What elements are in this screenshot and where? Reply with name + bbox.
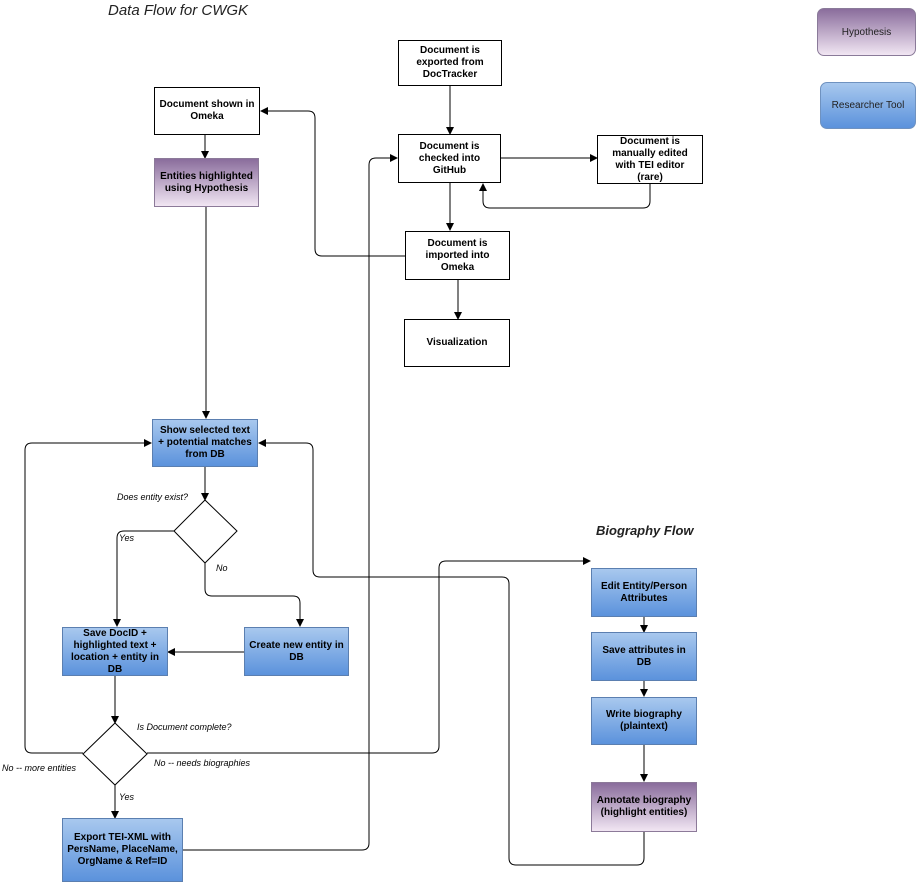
node-shown-omeka: Document shown in Omeka <box>154 87 260 135</box>
node-save-attributes: Save attributes in DB <box>591 632 697 681</box>
node-create-entity: Create new entity in DB <box>244 627 349 676</box>
node-save-docid: Save DocID + highlighted text + location… <box>62 627 168 676</box>
decision-entity-exists <box>173 499 238 564</box>
arrow-decision-no-to-create <box>204 563 304 627</box>
node-checked-github: Document is checked into GitHub <box>398 134 501 183</box>
node-write-biography: Write biography (plaintext) <box>591 697 697 745</box>
node-show-selected: Show selected text + potential matches f… <box>152 419 258 467</box>
node-imported-omeka: Document is imported into Omeka <box>405 231 510 280</box>
label-no-more-entities: No -- more entities <box>2 763 77 773</box>
page-title: Data Flow for CWGK <box>108 2 249 19</box>
legend-researcher-tool: Researcher Tool <box>820 82 916 129</box>
arrow-imported-to-shown <box>260 107 405 257</box>
arrow-needs-biographies <box>147 557 591 754</box>
label-no-needs-biographies: No -- needs biographies <box>154 758 251 768</box>
node-manually-edited: Document is manually edited with TEI edi… <box>597 135 703 184</box>
arrow-annotate-to-show-selected <box>258 439 645 866</box>
legend-hypothesis: Hypothesis <box>817 8 916 56</box>
label-entity-exist-question: Does entity exist? <box>117 492 189 502</box>
label-yes-entity: Yes <box>119 533 135 543</box>
decision-document-complete <box>82 722 148 786</box>
arrow-export-to-github <box>183 154 398 851</box>
arrow-more-entities-loop <box>24 439 152 754</box>
node-entities-highlighted: Entities highlighted using Hypothesis <box>154 158 259 207</box>
label-no-entity: No <box>216 563 228 573</box>
node-visualization: Visualization <box>404 319 510 367</box>
node-edit-entity: Edit Entity/Person Attributes <box>591 568 697 617</box>
arrow-manual-edit-to-github <box>479 183 651 209</box>
node-annotate-biography: Annotate biography (highlight entities) <box>591 782 697 832</box>
node-exported-doctracker: Document is exported from DocTracker <box>398 40 502 86</box>
biography-flow-title: Biography Flow <box>596 523 694 538</box>
arrow-decision-yes-to-save <box>113 530 174 627</box>
node-export-tei: Export TEI-XML with PersName, PlaceName,… <box>62 818 183 882</box>
label-yes-complete: Yes <box>119 792 135 802</box>
label-document-complete-question: Is Document complete? <box>137 722 232 732</box>
